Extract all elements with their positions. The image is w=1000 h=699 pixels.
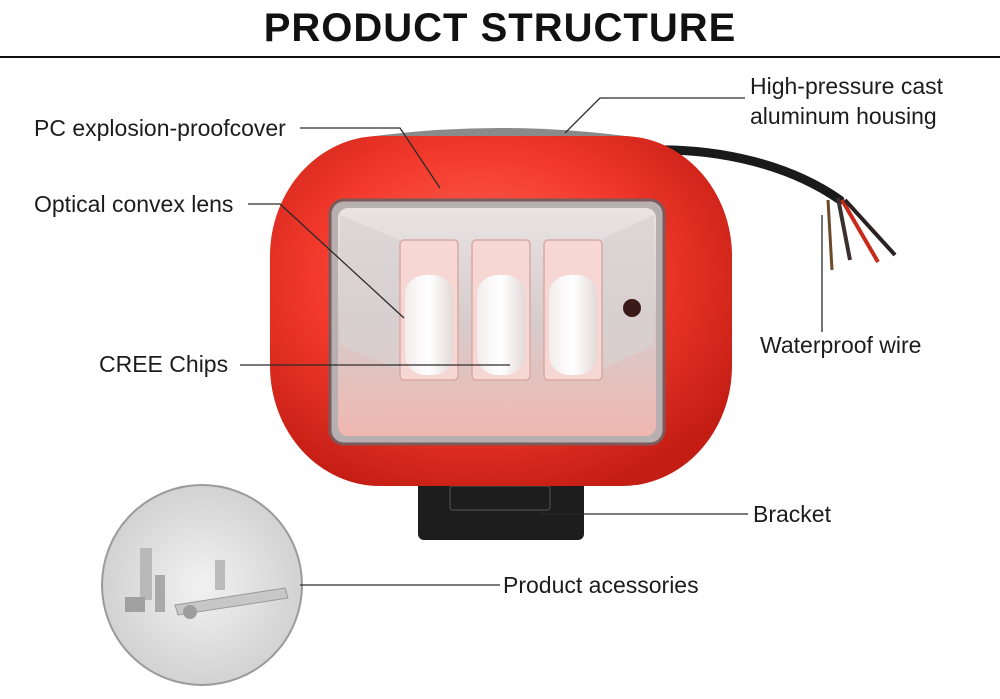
label-housing-line1: High-pressure cast [750,73,944,99]
page-title: PRODUCT STRUCTURE [263,6,737,50]
label-optical-lens: Optical convex lens [34,191,234,217]
label-waterproof-wire: Waterproof wire [760,332,922,358]
label-cree-chips: CREE Chips [99,351,229,377]
label-accessories: Product acessories [503,572,699,598]
label-bracket: Bracket [753,501,831,527]
cree-chips [399,239,603,381]
leader-lines [240,97,823,586]
waterproof-wire [645,145,897,271]
sensor-dot [623,299,641,317]
title-divider [0,56,1000,58]
accessories-photo [101,484,303,686]
label-housing-line2: aluminum housing [750,103,937,129]
label-pc-cover: PC explosion-proofcover [34,115,286,141]
